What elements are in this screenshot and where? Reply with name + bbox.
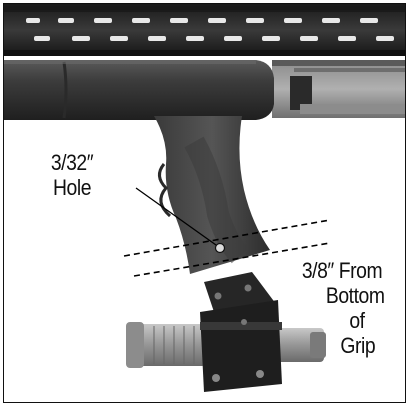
shotgun-grip-illustration: [4, 4, 405, 392]
grip-body: [4, 60, 274, 274]
distance-line-1: 3/8″ From: [301, 258, 383, 283]
distance-line-2: Bottom: [325, 283, 385, 308]
barrel-heat-shield: [4, 4, 405, 56]
illustration-frame: 3/32″ Hole 3/8″ From Bottom of Grip: [3, 3, 406, 403]
distance-line-3: of: [349, 308, 365, 333]
dashed-line-lower: [133, 242, 331, 277]
hole-label: 3/32″ Hole: [37, 150, 107, 200]
receiver: [272, 60, 405, 118]
hole-leader-line: [135, 187, 217, 246]
hole-size-text: 3/32″: [50, 150, 94, 175]
grip-hole: [214, 242, 226, 254]
dashed-line-upper: [123, 219, 331, 257]
distance-label: 3/8″ From Bottom of Grip: [287, 258, 396, 358]
flashlight-mount: [126, 272, 326, 392]
distance-line-4: Grip: [340, 333, 376, 358]
hole-word-text: Hole: [52, 175, 92, 200]
